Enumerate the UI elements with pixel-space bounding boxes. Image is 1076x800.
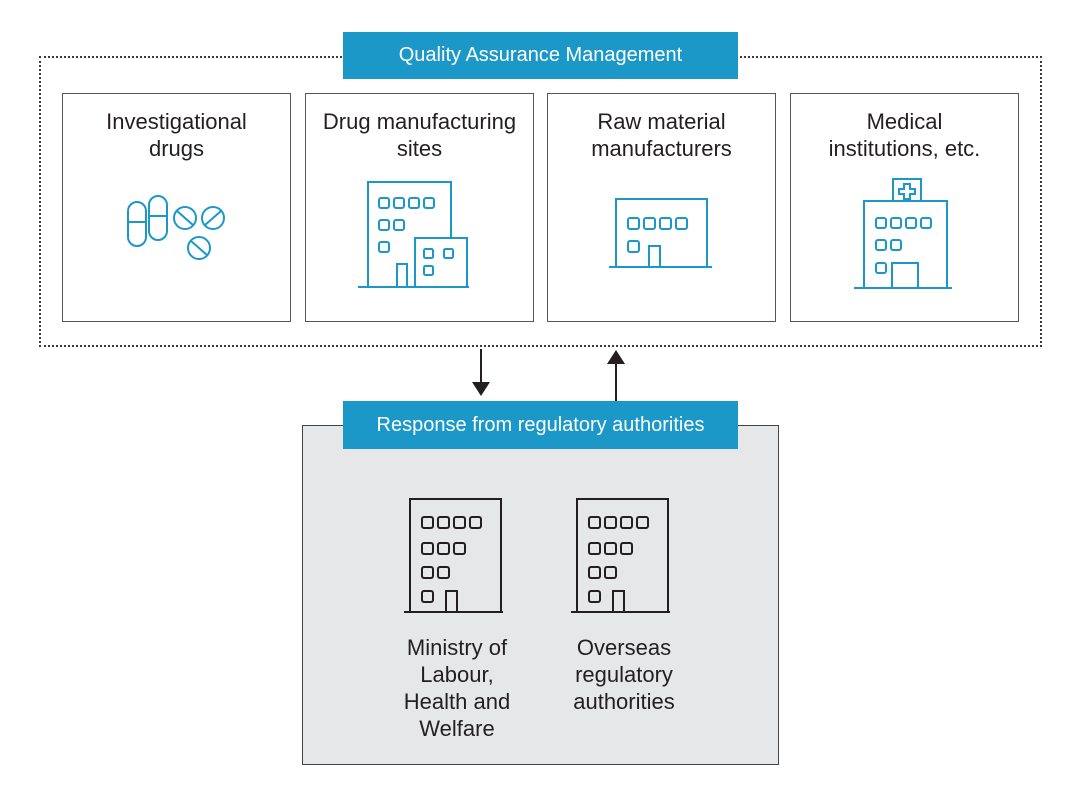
card-medical-institutions: Medical institutions, etc. bbox=[790, 93, 1019, 322]
down-arrow bbox=[472, 349, 490, 396]
office-building-icon bbox=[404, 498, 503, 613]
card-investigational-drugs: Investigational drugs bbox=[62, 93, 291, 322]
card-label: Medical institutions, etc. bbox=[828, 109, 981, 161]
low-building-icon bbox=[609, 198, 712, 268]
hospital-icon bbox=[854, 178, 952, 289]
regulatory-authorities-panel bbox=[302, 425, 779, 765]
authority-label-ministry: Ministry of Labour, Health and Welfare bbox=[403, 635, 511, 741]
office-building-icon bbox=[571, 498, 670, 613]
factory-buildings-icon bbox=[358, 181, 469, 288]
card-label: Drug manufacturing sites bbox=[322, 109, 517, 161]
regulatory-banner: Response from regulatory authorities bbox=[343, 401, 738, 449]
up-arrow bbox=[607, 350, 625, 402]
authority-label-overseas: Overseas regulatory authorities bbox=[573, 635, 675, 714]
card-label: Investigational drugs bbox=[106, 109, 247, 161]
qa-management-banner: Quality Assurance Management bbox=[343, 32, 738, 79]
card-drug-manufacturing-sites: Drug manufacturing sites bbox=[305, 93, 534, 322]
card-label: Raw material manufacturers bbox=[591, 109, 732, 161]
pills-icon bbox=[127, 195, 225, 260]
card-raw-material-manufacturers: Raw material manufacturers bbox=[547, 93, 776, 322]
